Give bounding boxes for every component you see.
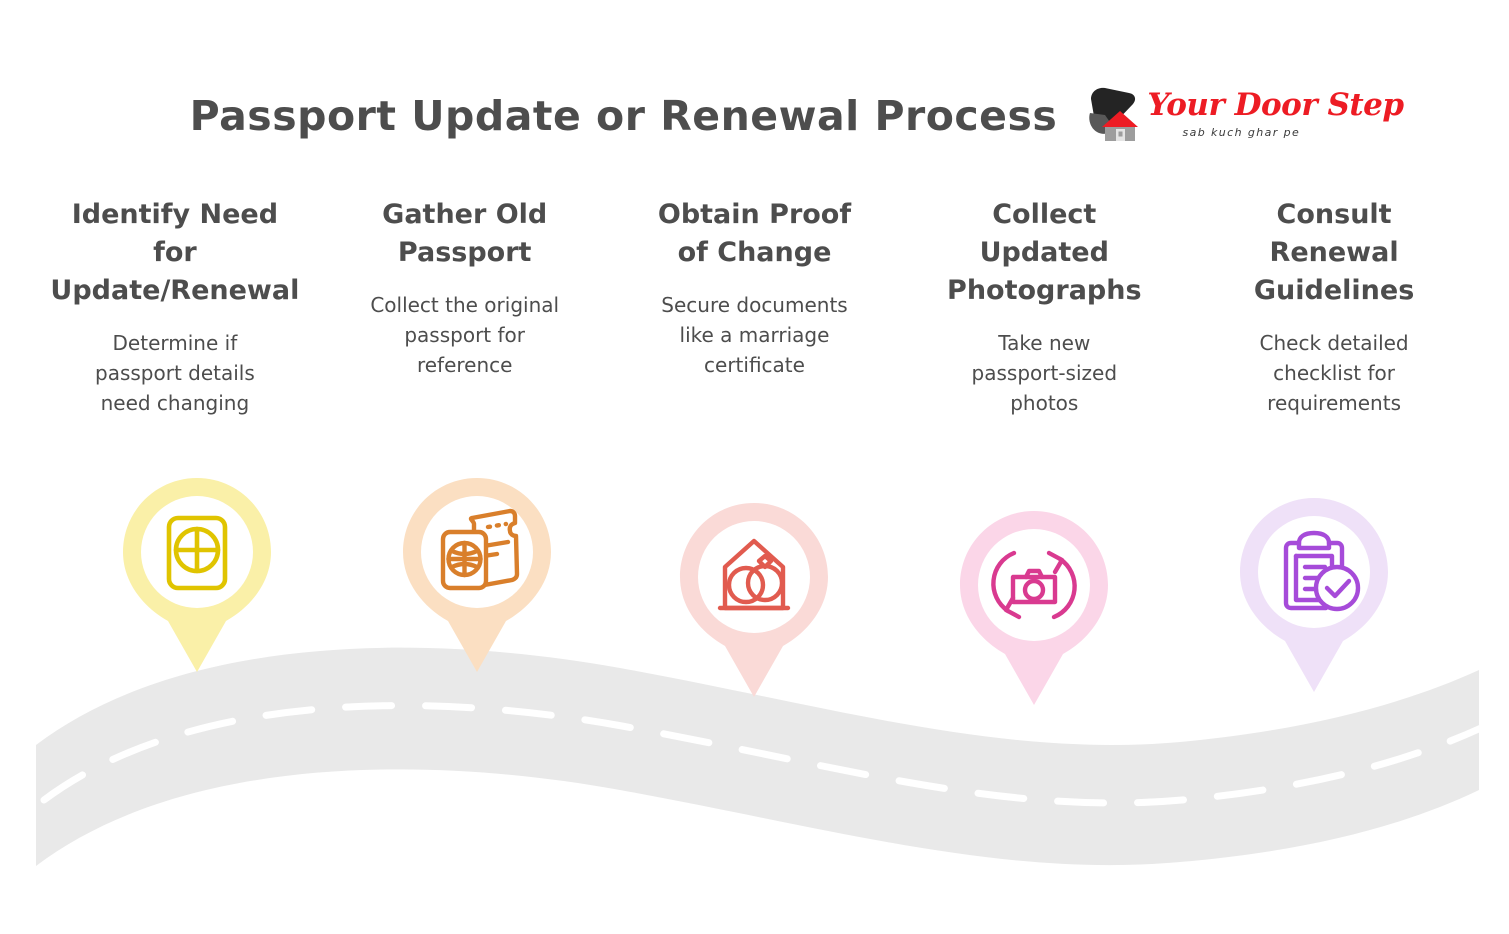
house-logo-icon xyxy=(1083,85,1145,145)
step-title: Collect Updated Photographs xyxy=(947,199,1142,306)
step-3: Obtain Proof of Change Secure documents … xyxy=(610,196,900,380)
page-title: Passport Update or Renewal Process xyxy=(189,92,1058,140)
step-description: Determine if passport details need chang… xyxy=(95,331,255,415)
steps-row: Identify Need for Update/Renewal Determi… xyxy=(30,196,1479,418)
step-5-pin[interactable] xyxy=(1230,490,1398,700)
step-2-pin[interactable] xyxy=(393,470,561,680)
passport-ticket-icon xyxy=(440,508,520,591)
step-title: Consult Renewal Guidelines xyxy=(1253,199,1415,306)
logo-wordmark: Your Door Step xyxy=(1147,83,1404,127)
step-3-pin[interactable] xyxy=(670,495,838,705)
header: Passport Update or Renewal Process Your … xyxy=(0,76,1509,156)
step-4-pin[interactable] xyxy=(950,503,1118,713)
brand-logo: Your Door Step sab kuch ghar pe xyxy=(1083,83,1404,149)
clipboard-check-icon xyxy=(1283,530,1361,612)
logo-wordmark-text: Your Door Step xyxy=(1147,87,1404,123)
step-4: Collect Updated Photographs Take new pas… xyxy=(899,196,1189,418)
marriage-rings-house-icon xyxy=(717,538,791,611)
step-title: Identify Need for Update/Renewal xyxy=(50,199,300,306)
logo-tagline: sab kuch ghar pe xyxy=(1182,126,1301,139)
step-description: Check detailed checklist for requirement… xyxy=(1259,331,1409,415)
step-1-pin[interactable] xyxy=(113,470,281,680)
step-title: Obtain Proof of Change xyxy=(657,199,852,268)
step-description: Secure documents like a marriage certifi… xyxy=(661,293,848,377)
road-center-line xyxy=(40,702,1485,807)
step-2: Gather Old Passport Collect the original… xyxy=(320,196,610,380)
camera-refresh-icon xyxy=(991,550,1077,620)
passport-globe-icon xyxy=(166,515,228,591)
step-title: Gather Old Passport xyxy=(382,199,548,268)
step-1: Identify Need for Update/Renewal Determi… xyxy=(30,196,320,418)
step-5: Consult Renewal Guidelines Check detaile… xyxy=(1189,196,1479,418)
step-description: Collect the original passport for refere… xyxy=(370,293,560,377)
step-description: Take new passport-sized photos xyxy=(971,331,1118,415)
